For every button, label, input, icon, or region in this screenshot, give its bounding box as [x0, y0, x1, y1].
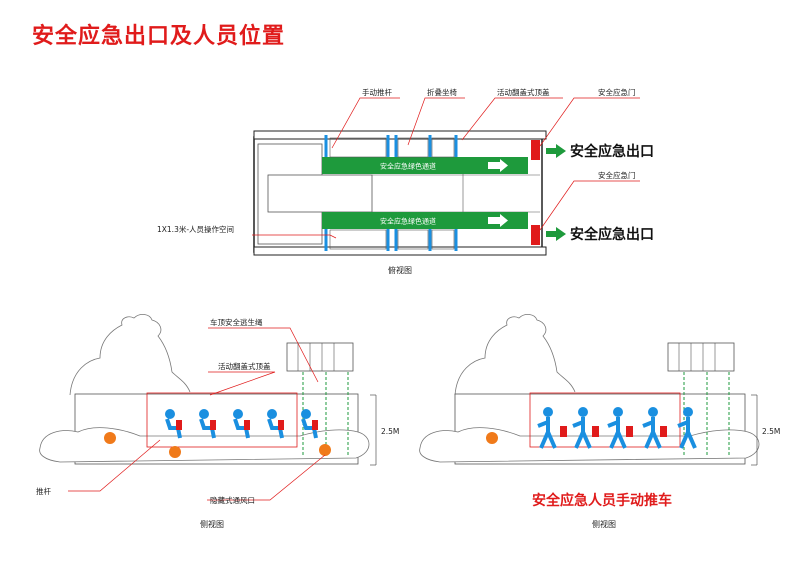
crew-seated-2: [199, 409, 216, 439]
sky-outline-left: [69, 314, 191, 396]
green-channel-bottom: [322, 212, 528, 229]
exit-arrow-bottom: [546, 227, 566, 241]
label-push-rod-side: 推杆: [36, 486, 51, 496]
cab-windows-left: [297, 343, 335, 371]
exit-arrow-top: [546, 144, 566, 158]
roof-frame-right: [529, 392, 681, 448]
crew-seated-1: [165, 409, 182, 439]
label-door-bottom: 安全应急门: [598, 170, 636, 180]
top-callout-lines: [252, 97, 640, 239]
channel-label-bottom: 安全应急绿色通道: [380, 217, 436, 226]
cab-block-right: [667, 342, 735, 372]
label-push-rod-top: 手动推杆: [362, 87, 392, 97]
side-view-right: 2.5M 安全应急人员手动推车 侧视图: [419, 314, 780, 529]
seat-frames-top: [329, 137, 455, 250]
crew-pushing-5: [677, 407, 697, 449]
cab-block-left: [286, 342, 354, 372]
folded-seats-right: [560, 426, 667, 437]
caption-side-right: 侧视图: [592, 519, 616, 529]
wheel-rear-left: [319, 444, 331, 456]
page-title: 安全应急出口及人员位置: [32, 24, 286, 49]
caption-top-view: 俯视图: [388, 265, 412, 275]
crew-pushing-2: [572, 407, 592, 449]
label-flip-roof-side: 活动翻盖式顶盖: [218, 361, 271, 371]
wheel-front-left: [104, 432, 116, 444]
exit-label-top: 安全应急出口: [570, 143, 654, 160]
crew-pushing-4: [642, 407, 662, 449]
height-label-right: 2.5M: [762, 427, 780, 436]
cab-windows-right: [678, 343, 716, 371]
channel-label-top: 安全应急绿色通道: [380, 162, 436, 171]
crew-pushing-3: [607, 407, 627, 449]
label-folding-seat: 折叠坐椅: [427, 87, 457, 97]
crew-pushing-1: [537, 407, 557, 449]
exit-label-bottom: 安全应急出口: [570, 226, 654, 243]
height-marker-left: [370, 394, 377, 466]
crew-seated-3: [233, 409, 250, 439]
vehicle-rear-rail: [253, 246, 547, 256]
height-label-left: 2.5M: [381, 427, 399, 436]
label-flip-roof-top: 活动翻盖式顶盖: [497, 87, 550, 97]
emergency-door-bottom: [531, 225, 540, 245]
side-view-left: 2.5M 车顶安全逃生绳 活动翻盖式顶盖 推杆 隐藏式通风口 侧视图: [36, 314, 399, 529]
wheel-front-right: [486, 432, 498, 444]
push-rods-top: [324, 135, 458, 251]
emergency-door-top: [531, 140, 540, 160]
sky-outline-right: [454, 314, 576, 396]
label-vent: 隐藏式通风口: [210, 495, 255, 505]
label-door-top: 安全应急门: [598, 87, 636, 97]
vehicle-front-rail: [253, 130, 547, 140]
label-operator-space: 1X1.3米-人员操作空间: [157, 224, 234, 234]
crew-seated-4: [267, 409, 284, 439]
caption-side-left: 侧视图: [200, 519, 224, 529]
channel-arrow-bottom: [488, 214, 508, 227]
roof-frame-left: [146, 392, 298, 448]
height-marker-right: [751, 394, 758, 466]
channel-arrow-top: [488, 159, 508, 172]
wheel-mid-left: [169, 446, 181, 458]
operator-space: [267, 174, 373, 213]
side-callout-lines: [68, 327, 326, 501]
top-view: 安全应急绿色通道 安全应急绿色通道: [157, 87, 654, 275]
crew-seated-5: [301, 409, 318, 439]
headline-manual-push: 安全应急人员手动推车: [532, 492, 672, 509]
seated-crew-left: [165, 409, 318, 439]
label-roof-rope: 车顶安全逃生绳: [210, 317, 263, 327]
ground-cloud-left: [39, 427, 370, 463]
standing-crew-right: [537, 407, 697, 449]
green-channel-top: [322, 157, 528, 174]
